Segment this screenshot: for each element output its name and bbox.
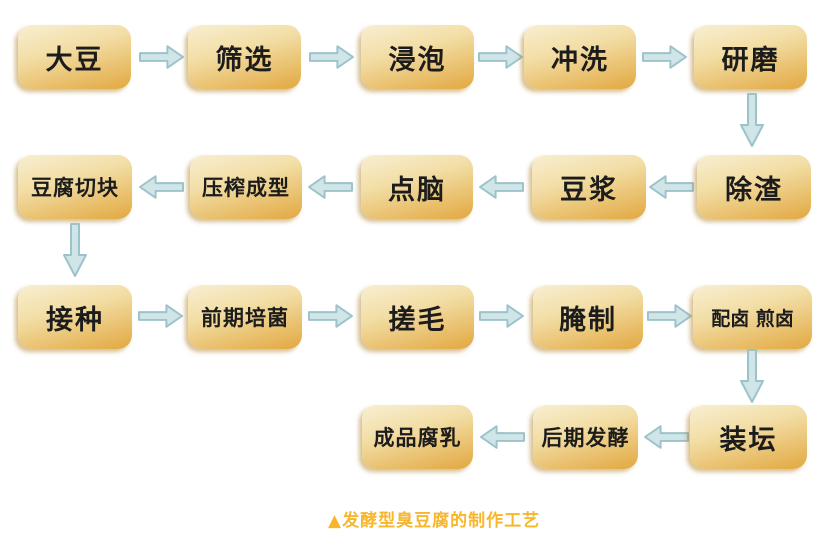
triangle-marker-icon: ▲	[328, 511, 343, 531]
arrow-right-icon	[307, 304, 354, 328]
arrow-left-icon	[138, 175, 185, 199]
caption-text: 发酵型臭豆腐的制作工艺	[342, 511, 541, 531]
node-jar-filling: 装坛	[690, 405, 807, 469]
node-pre-culturing: 前期培菌	[188, 285, 302, 349]
node-marinating: 腌制	[533, 285, 643, 349]
node-press-molding: 压榨成型	[190, 155, 302, 219]
arrow-right-icon	[477, 45, 524, 69]
node-grinding: 研磨	[694, 25, 807, 89]
arrow-right-icon	[138, 45, 185, 69]
arrow-right-icon	[308, 45, 355, 69]
node-inoculation: 接种	[18, 285, 132, 349]
arrow-left-icon	[307, 175, 354, 199]
arrow-left-icon	[643, 425, 690, 449]
arrow-left-icon	[479, 425, 526, 449]
node-post-fermentation: 后期发酵	[533, 405, 638, 469]
node-rinsing: 冲洗	[524, 25, 636, 89]
node-brine-mixing-boiling: 配卤 煎卤	[693, 285, 812, 349]
node-soybeans: 大豆	[18, 25, 131, 89]
figure-caption: ▲发酵型臭豆腐的制作工艺	[328, 506, 540, 531]
node-tofu-cutting: 豆腐切块	[18, 155, 132, 219]
arrow-left-icon	[478, 175, 525, 199]
arrow-down-icon	[740, 349, 764, 403]
node-soaking: 浸泡	[361, 25, 474, 89]
arrow-right-icon	[137, 304, 184, 328]
arrow-right-icon	[478, 304, 525, 328]
node-soymilk: 豆浆	[532, 155, 646, 219]
arrow-right-icon	[641, 45, 688, 69]
arrow-left-icon	[648, 175, 695, 199]
arrow-down-icon	[740, 93, 764, 147]
node-curdling: 点脑	[361, 155, 473, 219]
node-hair-rubbing: 搓毛	[361, 285, 474, 349]
arrow-right-icon	[646, 304, 693, 328]
node-sieving: 筛选	[188, 25, 301, 89]
arrow-down-icon	[63, 223, 87, 277]
node-dregs-removal: 除渣	[697, 155, 811, 219]
node-finished-fermented-tofu: 成品腐乳	[362, 405, 473, 469]
